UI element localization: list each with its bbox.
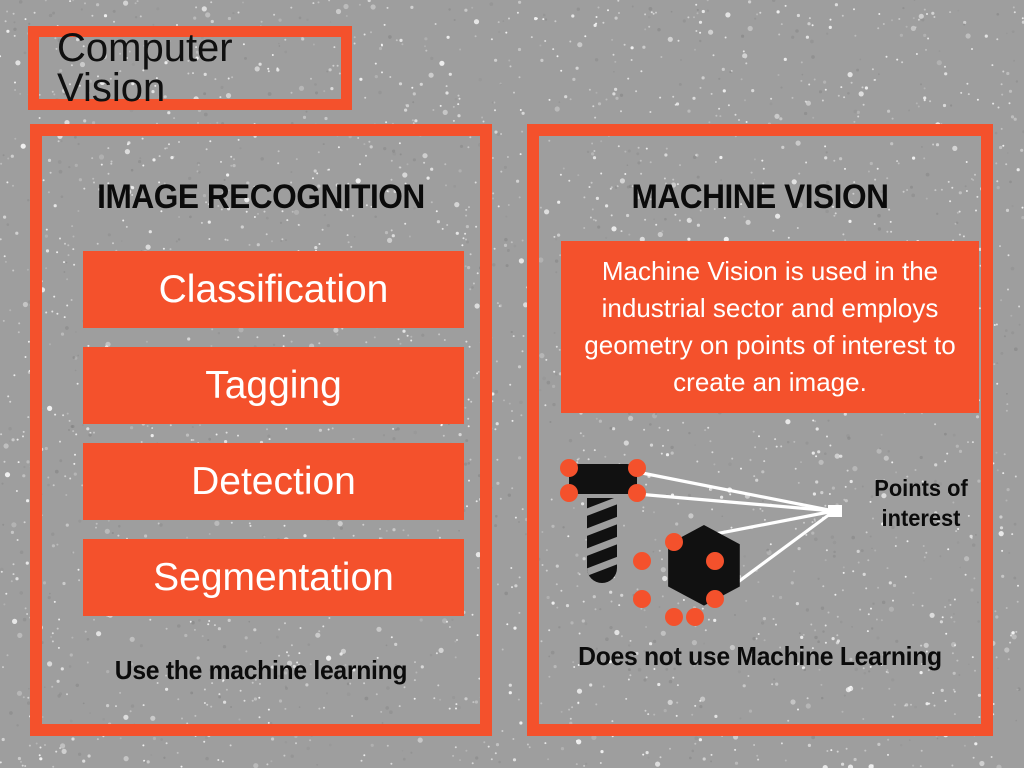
bolt-and-nut-diagram (560, 459, 842, 626)
bolt-icon (560, 459, 646, 583)
points-of-interest-label: Points of interest (874, 475, 968, 531)
bar-label-segmentation: Segmentation (153, 556, 394, 599)
image-recognition-heading: IMAGE RECOGNITION (97, 178, 425, 216)
list-item[interactable]: Segmentation (83, 539, 464, 616)
convergence-point (828, 505, 842, 517)
hex-nut-icon (633, 525, 740, 626)
bar-label-tagging: Tagging (205, 364, 342, 407)
machine-vision-illustration: Points of interest (547, 454, 997, 634)
bar-label-classification: Classification (158, 268, 389, 311)
machine-vision-footer-note: Does not use Machine Learning (578, 641, 942, 671)
image-recognition-panel: IMAGE RECOGNITION Classification Tagging… (30, 124, 492, 736)
nut-points (633, 533, 724, 626)
bolt-points (560, 459, 646, 502)
machine-vision-panel: MACHINE VISION Machine Vision is used in… (527, 124, 993, 736)
machine-vision-description: Machine Vision is used in the industrial… (584, 256, 956, 397)
machine-vision-heading: MACHINE VISION (631, 178, 889, 216)
image-recognition-footer-note: Use the machine learning (114, 655, 408, 685)
list-item[interactable]: Classification (83, 251, 464, 328)
list-item[interactable]: Detection (83, 443, 464, 520)
bar-label-detection: Detection (191, 460, 356, 503)
list-item[interactable]: Tagging (83, 347, 464, 424)
machine-vision-description-box: Machine Vision is used in the industrial… (561, 241, 979, 413)
page-title-box: Computer Vision (28, 26, 352, 110)
page-title: Computer Vision (57, 26, 233, 110)
